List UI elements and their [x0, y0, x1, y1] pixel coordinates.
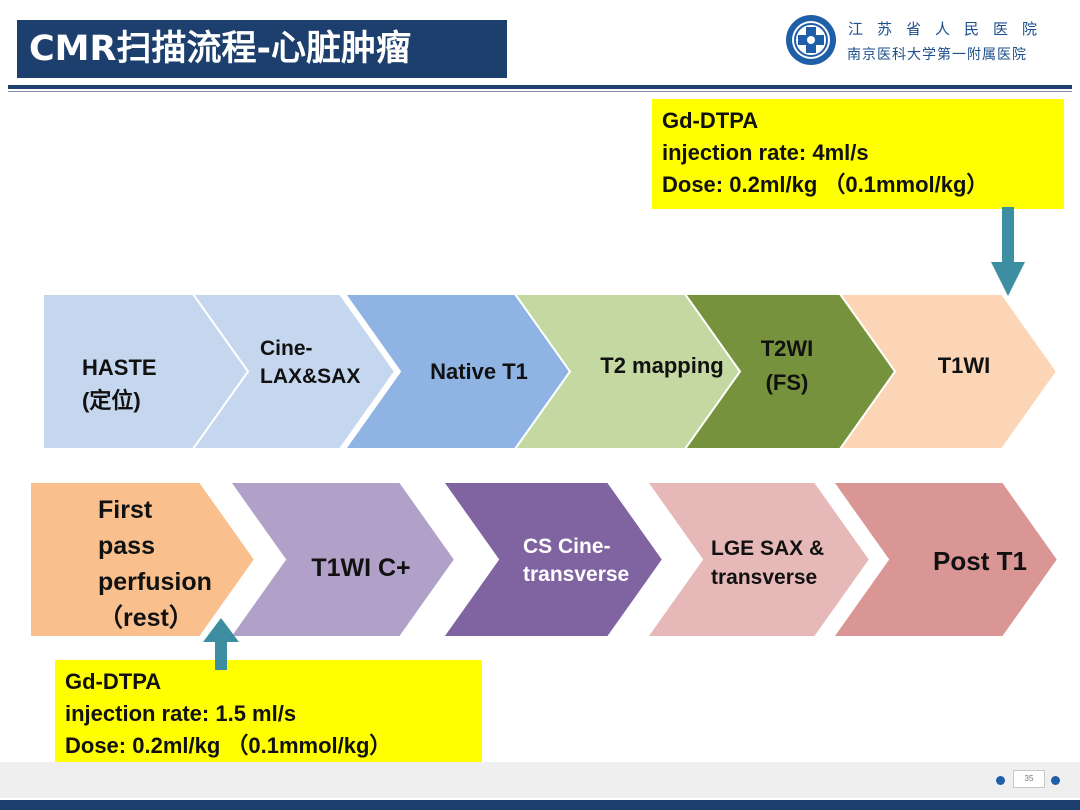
- callout-line: Gd-DTPA: [65, 669, 162, 694]
- callout-line: injection rate: 1.5 ml/s: [65, 701, 297, 726]
- footer-bar: [0, 800, 1080, 810]
- chevron-shape: [228, 481, 457, 638]
- contrast-callout-top: Gd-DTPA injection rate: 4ml/s Dose: 0.2m…: [652, 99, 1064, 209]
- flow-step-label: T2WI: [761, 336, 814, 361]
- chevron-shape: [29, 481, 257, 638]
- flow-step-label: LAX&SAX: [260, 365, 360, 388]
- flow-step-label: CS Cine-: [523, 535, 611, 558]
- flow-step-cs-cine-transverse: CS Cine-transverse: [441, 481, 665, 638]
- callout-line: Dose: 0.2ml/kg （0.1mmol/kg）: [65, 733, 392, 758]
- header-divider: [8, 85, 1072, 89]
- contrast-callout-bottom: Gd-DTPA injection rate: 1.5 ml/s Dose: 0…: [55, 660, 482, 768]
- footer-dot-icon: [996, 776, 1005, 785]
- flow-step-label: （rest）: [98, 603, 194, 632]
- flow-step-native-t1: Native T1: [343, 293, 572, 450]
- flow-step-t1wi-c-plus: T1WI C+: [228, 481, 457, 638]
- callout-line: Gd-DTPA: [662, 108, 759, 133]
- flow-step-label: Cine-: [260, 337, 313, 360]
- flow-step-label: Native T1: [430, 359, 528, 384]
- flow-step-label: T1WI C+: [311, 554, 410, 582]
- page-title: CMR扫描流程-心脏肿瘤: [17, 20, 507, 78]
- flow-step-first-pass-perfusion: First pass perfusion （rest）: [29, 481, 257, 638]
- flow-step-label: perfusion: [98, 568, 212, 596]
- flow-step-label: Post T1: [933, 546, 1027, 576]
- flow-step-lge-sax-transverse: LGE SAX & transverse: [645, 481, 872, 638]
- flow-step-t2-mapping: T2 mapping: [508, 293, 742, 450]
- flow-step-label: pass: [98, 532, 155, 560]
- page-number: 35: [1013, 770, 1045, 788]
- chevron-shape: [343, 293, 572, 450]
- flow-step-label: T1WI: [938, 353, 991, 378]
- flow-step-cine-lax-sax: Cine- LAX&SAX: [180, 293, 397, 450]
- arrow-down-icon: [991, 207, 1025, 296]
- hospital-affiliation: 南京医科大学第一附属医院: [847, 47, 1027, 63]
- header-divider-thin: [8, 91, 1072, 92]
- flow-step-haste: HASTE (定位): [42, 293, 250, 450]
- flow-step-label: transverse: [523, 563, 629, 586]
- flow-step-label: (FS): [766, 370, 809, 395]
- footer-dot-icon: [1051, 776, 1060, 785]
- flow-step-label: T2 mapping: [600, 353, 723, 378]
- flow-step-label: HASTE: [82, 355, 157, 380]
- chevron-shape: [42, 293, 250, 450]
- chevron-shape: [441, 481, 665, 638]
- flow-step-label: transverse: [711, 566, 817, 589]
- arrow-up-icon: [203, 618, 239, 670]
- chevron-shape: [831, 481, 1060, 638]
- callout-line: Dose: 0.2ml/kg （0.1mmol/kg）: [662, 172, 989, 197]
- flow-step-t1wi: T1WI: [830, 293, 1059, 450]
- hospital-name: 江苏省人民医院: [848, 20, 1052, 38]
- callout-line: injection rate: 4ml/s: [662, 140, 869, 165]
- hospital-emblem-icon: [786, 15, 836, 65]
- footer-band: [0, 762, 1080, 798]
- flow-step-label: LGE SAX &: [711, 537, 824, 560]
- flow-step-label: (定位): [82, 388, 141, 413]
- chevron-shape: [645, 481, 872, 638]
- flow-step-post-t1: Post T1: [831, 481, 1060, 638]
- flow-step-label: First: [98, 496, 153, 524]
